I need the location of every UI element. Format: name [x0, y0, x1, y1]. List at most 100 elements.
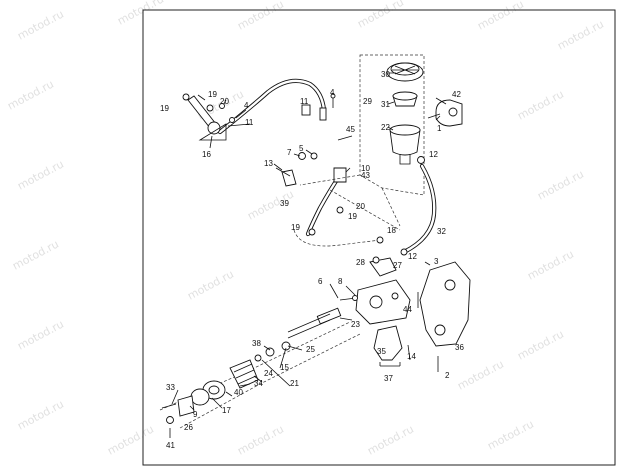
bracket-hole-upper: [444, 279, 456, 291]
washer-20: [219, 103, 225, 109]
supply-hose-group: [299, 163, 437, 256]
diaphragm-rim: [392, 91, 418, 101]
pushrod-25: [287, 313, 331, 339]
watermark-text: motod.ru: [15, 317, 66, 352]
fitting-10: [333, 167, 347, 183]
watermark-text: motod.ru: [10, 237, 61, 272]
watermark-text: motod.ru: [185, 267, 236, 302]
line-fitting: [319, 107, 327, 121]
leader-left: [197, 94, 251, 149]
callout-36: 36: [455, 343, 464, 352]
callout-22: 22: [381, 123, 390, 132]
callout-9: 9: [193, 410, 198, 419]
watermark-text: motod.ru: [525, 247, 576, 282]
callout-42: 42: [452, 90, 461, 99]
callout-8: 8: [338, 277, 343, 286]
supply-hose-32: [401, 163, 437, 255]
dash-hose-path: [293, 229, 381, 247]
screw-4: [229, 117, 235, 123]
clevis-9: [177, 395, 195, 417]
callout-37: 37: [384, 374, 393, 383]
reservoir-outlet: [399, 154, 411, 165]
reservoir-body: [389, 129, 421, 156]
upper-brake-line: [217, 78, 353, 141]
callout-15: 15: [280, 363, 289, 372]
callout-7: 7: [287, 148, 292, 157]
callout-19-mid: 19: [348, 212, 357, 221]
banjo-fitting-group: [182, 93, 235, 141]
callout-19-top: 19: [208, 90, 217, 99]
boot-24: [229, 359, 259, 389]
callout-40: 40: [234, 388, 243, 397]
watermark-text: motod.ru: [15, 157, 66, 192]
callout-43: 43: [361, 171, 370, 180]
watermark-text: motod.ru: [235, 422, 286, 457]
nut-5: [310, 152, 318, 160]
middle-hose-group: [275, 152, 381, 247]
reservoir-kit-outline: [359, 54, 425, 196]
washer-7: [298, 152, 306, 160]
bracket-hole-lower: [434, 324, 446, 336]
callout-39: 39: [280, 199, 289, 208]
clamp-12: [400, 248, 408, 256]
watermark-text: motod.ru: [485, 417, 536, 452]
callout-27: 27: [393, 261, 402, 270]
leader-reservoir: [387, 72, 447, 131]
callout-11-upper: 11: [300, 97, 309, 106]
watermark-text: motod.ru: [355, 0, 406, 31]
watermark-text: motod.ru: [515, 87, 566, 122]
callout-11-left: 11: [245, 118, 254, 127]
watermark-layer: motod.ru motod.ru motod.ru motod.ru moto…: [5, 0, 606, 458]
callout-21: 21: [290, 379, 299, 388]
pin-14: [407, 344, 411, 361]
snap-ring: [254, 354, 262, 362]
callout-35: 35: [377, 347, 386, 356]
leader-cylinder: [329, 283, 356, 321]
hose-39-inner: [306, 173, 342, 236]
boot-ribs: [233, 363, 257, 385]
screw-3: [424, 261, 431, 266]
watermark-text: motod.ru: [105, 422, 156, 457]
callout-38: 38: [252, 339, 261, 348]
callout-31: 31: [381, 100, 390, 109]
callout-3: 3: [434, 257, 439, 266]
callout-17: 17: [222, 406, 231, 415]
watermark-text: motod.ru: [5, 77, 56, 112]
callout-28: 28: [356, 258, 365, 267]
banjo-eye: [207, 121, 221, 135]
boot-34: [190, 388, 210, 406]
callout-13: 13: [264, 159, 273, 168]
clamp-19: [308, 228, 316, 236]
washer-38: [265, 347, 275, 357]
reservoir-cap-knurl: [392, 65, 418, 75]
callout-33: 33: [166, 383, 175, 392]
clevis-pin-33: [161, 403, 177, 409]
line-grommet: [301, 104, 311, 116]
callout-14: 14: [407, 352, 416, 361]
callout-25: 25: [306, 345, 315, 354]
callout-32: 32: [437, 227, 446, 236]
callout-10: 10: [361, 164, 370, 173]
callout-19-lower: 19: [291, 223, 300, 232]
callout-18: 18: [387, 226, 396, 235]
callout-12-lower: 12: [408, 252, 417, 261]
callout-24: 24: [264, 369, 273, 378]
brake-line-upper-inner: [218, 79, 326, 134]
callout-12-upper: 12: [429, 150, 438, 159]
watermark-text: motod.ru: [515, 327, 566, 362]
nut-hole: [208, 385, 220, 395]
callout-labels: 30 29 31 42 1 22 12 4 11 45 19 19 20 4 1…: [160, 70, 464, 450]
leader-clevis: [171, 389, 223, 411]
callout-45: 45: [346, 125, 355, 134]
watermark-text: motod.ru: [235, 0, 286, 33]
clevis-bracket: [373, 325, 403, 361]
mounting-bracket-group: [419, 261, 471, 372]
leader-mid: [273, 149, 351, 173]
bracket-screw: [427, 113, 441, 119]
banjo-bolt: [206, 104, 214, 112]
reservoir-body-rim: [389, 124, 421, 136]
bracket-16: [198, 123, 227, 141]
callout-4-left: 4: [244, 101, 249, 110]
